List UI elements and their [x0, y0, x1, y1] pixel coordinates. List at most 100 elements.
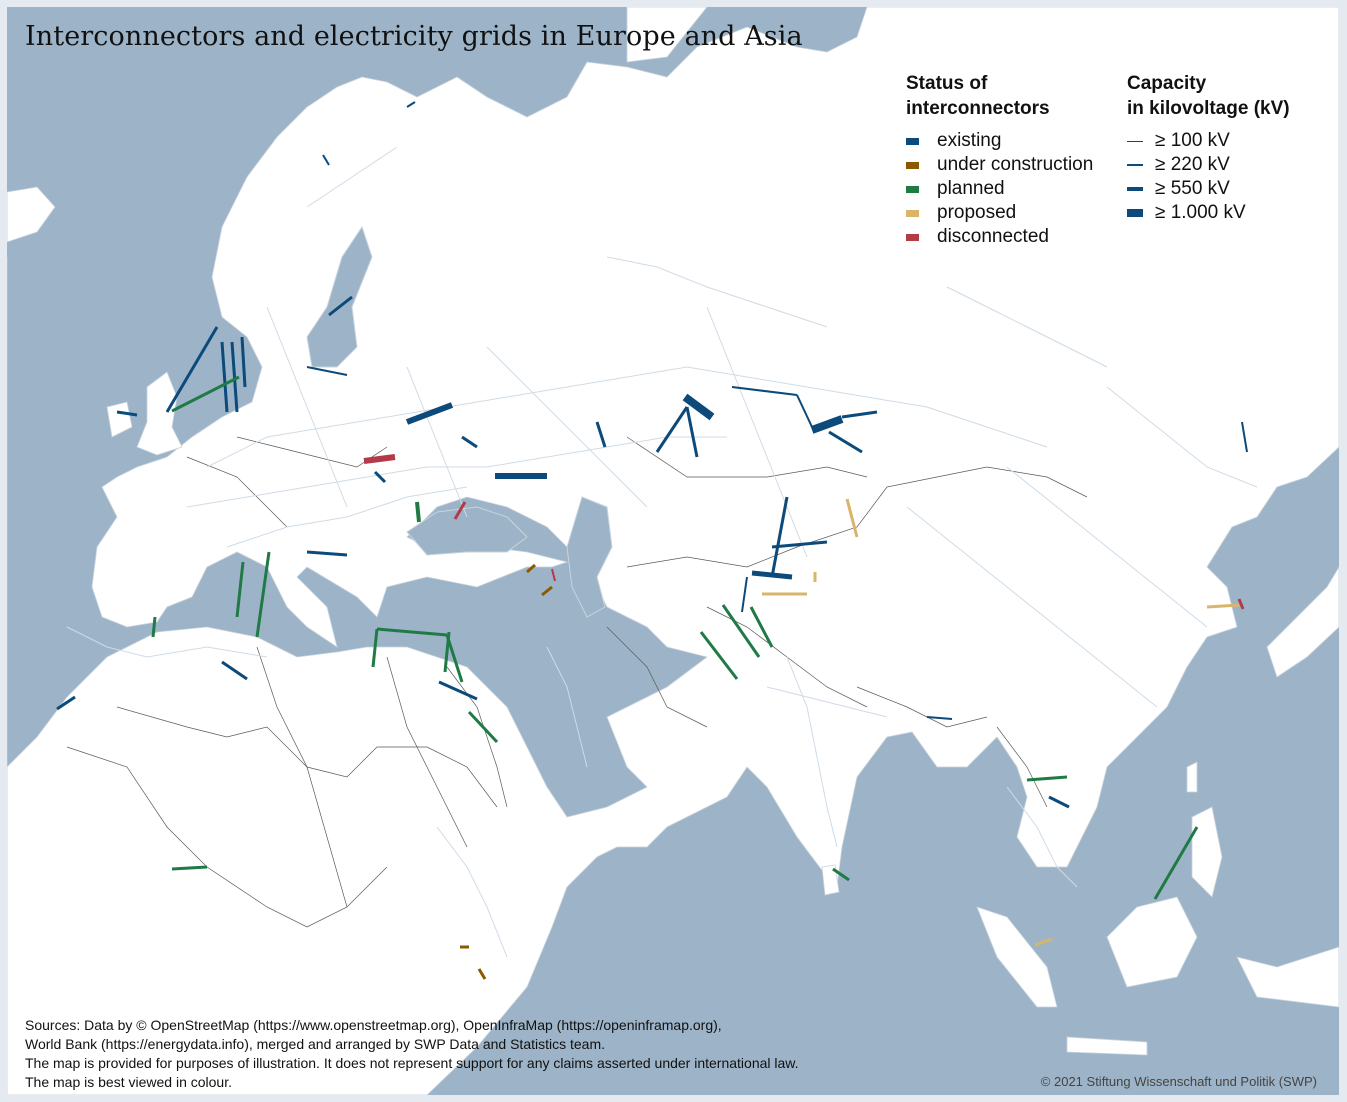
interconnector-planned [1026, 775, 1068, 782]
black-sea [406, 506, 528, 556]
interconnector-existing [731, 386, 798, 396]
legend-label: ≥ 1.000 kV [1155, 202, 1246, 223]
interconnector-existing [1048, 795, 1070, 809]
legend-status-heading-line1: Status of [906, 73, 988, 94]
interconnector-planned [699, 631, 739, 680]
legend-status-heading: Status of interconnectors [906, 71, 1093, 121]
legend-label: under construction [937, 154, 1094, 175]
legend-item-planned: planned [906, 177, 1093, 201]
ireland [106, 401, 133, 438]
interconnector-existing [116, 410, 138, 417]
interconnector-planned [467, 710, 499, 744]
legend-label: proposed [937, 202, 1017, 223]
interconnector-existing [751, 570, 793, 580]
interconnector-planned [445, 634, 464, 683]
interconnector-existing [1241, 421, 1248, 453]
sources-note: Sources: Data by © OpenStreetMap (https:… [25, 1016, 799, 1092]
interconnector-existing [685, 406, 699, 458]
interconnector-existing [405, 402, 454, 425]
interconnector-existing [770, 496, 789, 578]
line-weight-100kv [1127, 140, 1143, 142]
sumatra [976, 906, 1058, 1008]
legend-item-existing: existing [906, 129, 1093, 153]
interconnector-existing [771, 540, 828, 549]
interconnectors [56, 101, 1248, 980]
sources-line: Sources: Data by © OpenStreetMap (https:… [25, 1017, 722, 1033]
interconnector-existing [682, 393, 715, 421]
sources-line: World Bank (https://energydata.info), me… [25, 1036, 606, 1052]
sources-line: The map is provided for purposes of illu… [25, 1055, 799, 1071]
interconnector-existing [406, 101, 416, 108]
legend-capacity-heading-line1: Capacity [1127, 73, 1207, 94]
interconnector-disconnected [363, 454, 396, 464]
interconnector-proposed [1206, 603, 1240, 609]
legend-item-under-construction: under construction [906, 153, 1093, 177]
interconnector-existing [461, 435, 478, 449]
legend-capacity: Capacity in kilovoltage (kV) ≥ 100 kV ≥ … [1127, 71, 1290, 225]
interconnector-existing [796, 394, 813, 428]
map-canvas [7, 7, 1339, 1095]
interconnector-planned [443, 631, 451, 673]
interconnector-proposed [845, 498, 859, 538]
swatch-existing [906, 137, 919, 145]
caspian-sea [566, 496, 613, 618]
interconnector-existing [322, 154, 330, 166]
line-weight-550kv [1127, 187, 1143, 191]
great-britain [136, 371, 183, 456]
philippines [1191, 806, 1223, 898]
legend-capacity-heading: Capacity in kilovoltage (kV) [1127, 71, 1290, 121]
java [1066, 1036, 1148, 1056]
japan [1266, 566, 1339, 678]
interconnector-existing [373, 470, 387, 484]
line-weight-1000kv [1127, 209, 1143, 217]
interconnector-planned [171, 375, 240, 413]
interconnector-proposed [1034, 937, 1053, 947]
interconnector-existing [220, 341, 229, 413]
borneo [1106, 896, 1198, 988]
interconnector-existing [221, 660, 248, 681]
interconnector-planned [376, 627, 448, 637]
legend-label: disconnected [937, 226, 1049, 247]
interconnector-planned [749, 606, 774, 648]
swatch-planned [906, 185, 919, 193]
interconnector-existing [595, 421, 607, 448]
map-title: Interconnectors and electricity grids in… [25, 21, 803, 52]
legend-label: ≥ 550 kV [1155, 178, 1230, 199]
interconnector-existing [828, 430, 863, 454]
interconnector-existing [306, 366, 348, 376]
legend-item-disconnected: disconnected [906, 225, 1093, 249]
legend-item-220kv: ≥ 220 kV [1127, 153, 1290, 177]
interconnector-existing [741, 576, 748, 613]
baltic-sea [306, 225, 373, 368]
interconnector-planned [235, 561, 245, 618]
legend-label: ≥ 220 kV [1155, 154, 1230, 175]
legend-label: ≥ 100 kV [1155, 130, 1230, 151]
legend-label: planned [937, 178, 1005, 199]
legend-item-550kv: ≥ 550 kV [1127, 177, 1290, 201]
line-weight-220kv [1127, 164, 1143, 166]
interconnector-planned [171, 865, 208, 871]
interconnector-existing [328, 295, 353, 317]
interconnector-under-construction [541, 585, 553, 597]
interconnector-disconnected [1237, 598, 1245, 610]
iceland [7, 186, 56, 243]
interconnector-under-construction [526, 563, 536, 574]
interconnector-planned [1153, 826, 1199, 900]
interconnector-planned [371, 628, 379, 668]
legend-item-100kv: ≥ 100 kV [1127, 129, 1290, 153]
legend-label: existing [937, 130, 1002, 151]
interconnector-existing [810, 415, 844, 434]
legend-status-heading-line2: interconnectors [906, 98, 1050, 119]
interconnector-existing [926, 716, 953, 720]
sulawesi-new-guinea [1236, 946, 1339, 1008]
interconnector-existing [165, 326, 219, 413]
swatch-proposed [906, 209, 919, 217]
swatch-disconnected [906, 233, 919, 241]
taiwan [1186, 761, 1198, 793]
legend-item-1000kv: ≥ 1.000 kV [1127, 201, 1290, 225]
interconnector-existing [655, 406, 689, 453]
interconnector-planned [832, 867, 850, 882]
interconnector-planned [721, 604, 761, 658]
interconnector-existing [438, 680, 478, 701]
electricity-grid [66, 146, 1258, 958]
